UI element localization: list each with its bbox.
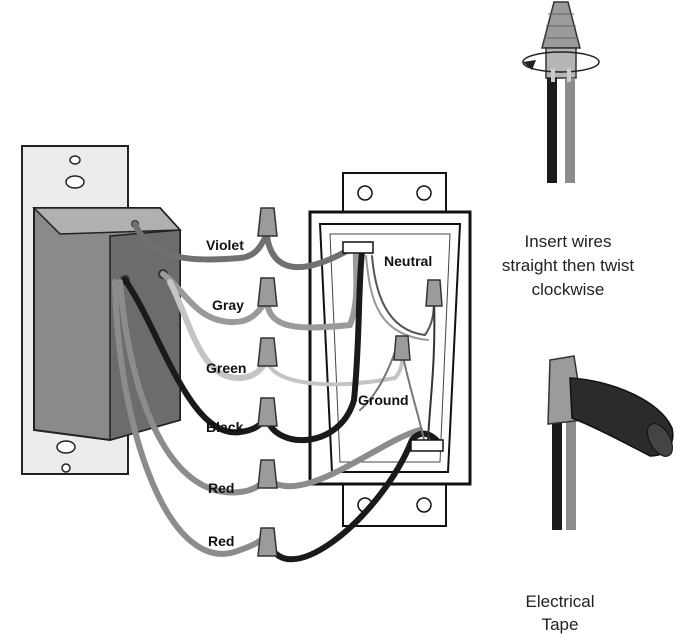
bare-conductor: [551, 68, 555, 82]
note-line: straight then twist: [501, 256, 635, 275]
neutral-wire: [371, 255, 435, 337]
gray-wire-box: [264, 249, 360, 331]
strap-hole-icon: [69, 155, 81, 165]
wire-nut-icon: [257, 459, 278, 489]
screw-hole-icon: [416, 185, 432, 201]
wire-nuts: [257, 207, 443, 557]
ground-wire: [401, 351, 425, 441]
wire-nut-icon: [541, 1, 581, 49]
wire-nut-icon: [257, 397, 278, 427]
strap-slot-icon: [65, 175, 85, 189]
strap-slot-icon: [56, 440, 76, 454]
switch-top-face: [32, 207, 182, 235]
violet-wire-box: [264, 233, 348, 270]
label-black: Black: [206, 419, 244, 435]
wire-nut-icon: [393, 335, 411, 361]
gray-wire-inset: [565, 78, 575, 183]
screw-hole-icon: [416, 497, 432, 513]
wire-nut-icon: [257, 277, 278, 307]
dimmer-switch: [21, 145, 182, 475]
wire-nut-icon: [425, 279, 443, 307]
strap-hole-icon: [61, 463, 71, 473]
note-line: Tape: [541, 615, 579, 634]
wire-nut-icon: [257, 337, 278, 367]
wire-nut-ridges: [544, 13, 578, 39]
gray-wire: [160, 271, 270, 326]
wire-nut-icon: [257, 527, 278, 557]
load-wire: [264, 430, 443, 563]
black-wire-box: [264, 249, 365, 444]
electrical-tape-inset: [547, 355, 674, 530]
bare-conductor: [567, 68, 571, 82]
green-wire-box: [265, 350, 405, 387]
gray-wire-inset: [566, 420, 576, 530]
label-violet: Violet: [206, 237, 244, 253]
electrical-tape-note: Electrical Tape: [500, 590, 620, 636]
tape-roll-end: [647, 423, 673, 457]
black-wire-inset: [547, 78, 557, 183]
label-ground: Ground: [358, 392, 409, 408]
label-gray: Gray: [212, 297, 244, 313]
neutral-wire: [365, 255, 429, 341]
label-green: Green: [206, 360, 246, 376]
wire-nut-twist-inset: [522, 1, 600, 183]
label-neutral: Neutral: [384, 253, 432, 269]
insert-wires-note: Insert wires straight then twist clockwi…: [478, 230, 658, 302]
arrow-head-icon: [523, 60, 536, 70]
neutral-wire: [427, 299, 436, 441]
black-wire-inset: [552, 420, 562, 530]
red-wire-1-box: [264, 427, 423, 490]
ground-wire: [359, 351, 396, 411]
label-red-1: Red: [208, 480, 234, 496]
note-line: clockwise: [531, 280, 605, 299]
red-wire-2: [112, 279, 270, 557]
wire-nut-icon: [257, 207, 278, 237]
green-wire: [167, 279, 270, 382]
screw-hole-icon: [357, 185, 373, 201]
cable-clamp: [342, 241, 374, 254]
note-line: Electrical: [525, 592, 595, 611]
cable-clamp: [410, 439, 444, 452]
violet-wire: [132, 221, 270, 263]
label-red-2: Red: [208, 533, 234, 549]
note-line: Insert wires: [524, 232, 612, 251]
